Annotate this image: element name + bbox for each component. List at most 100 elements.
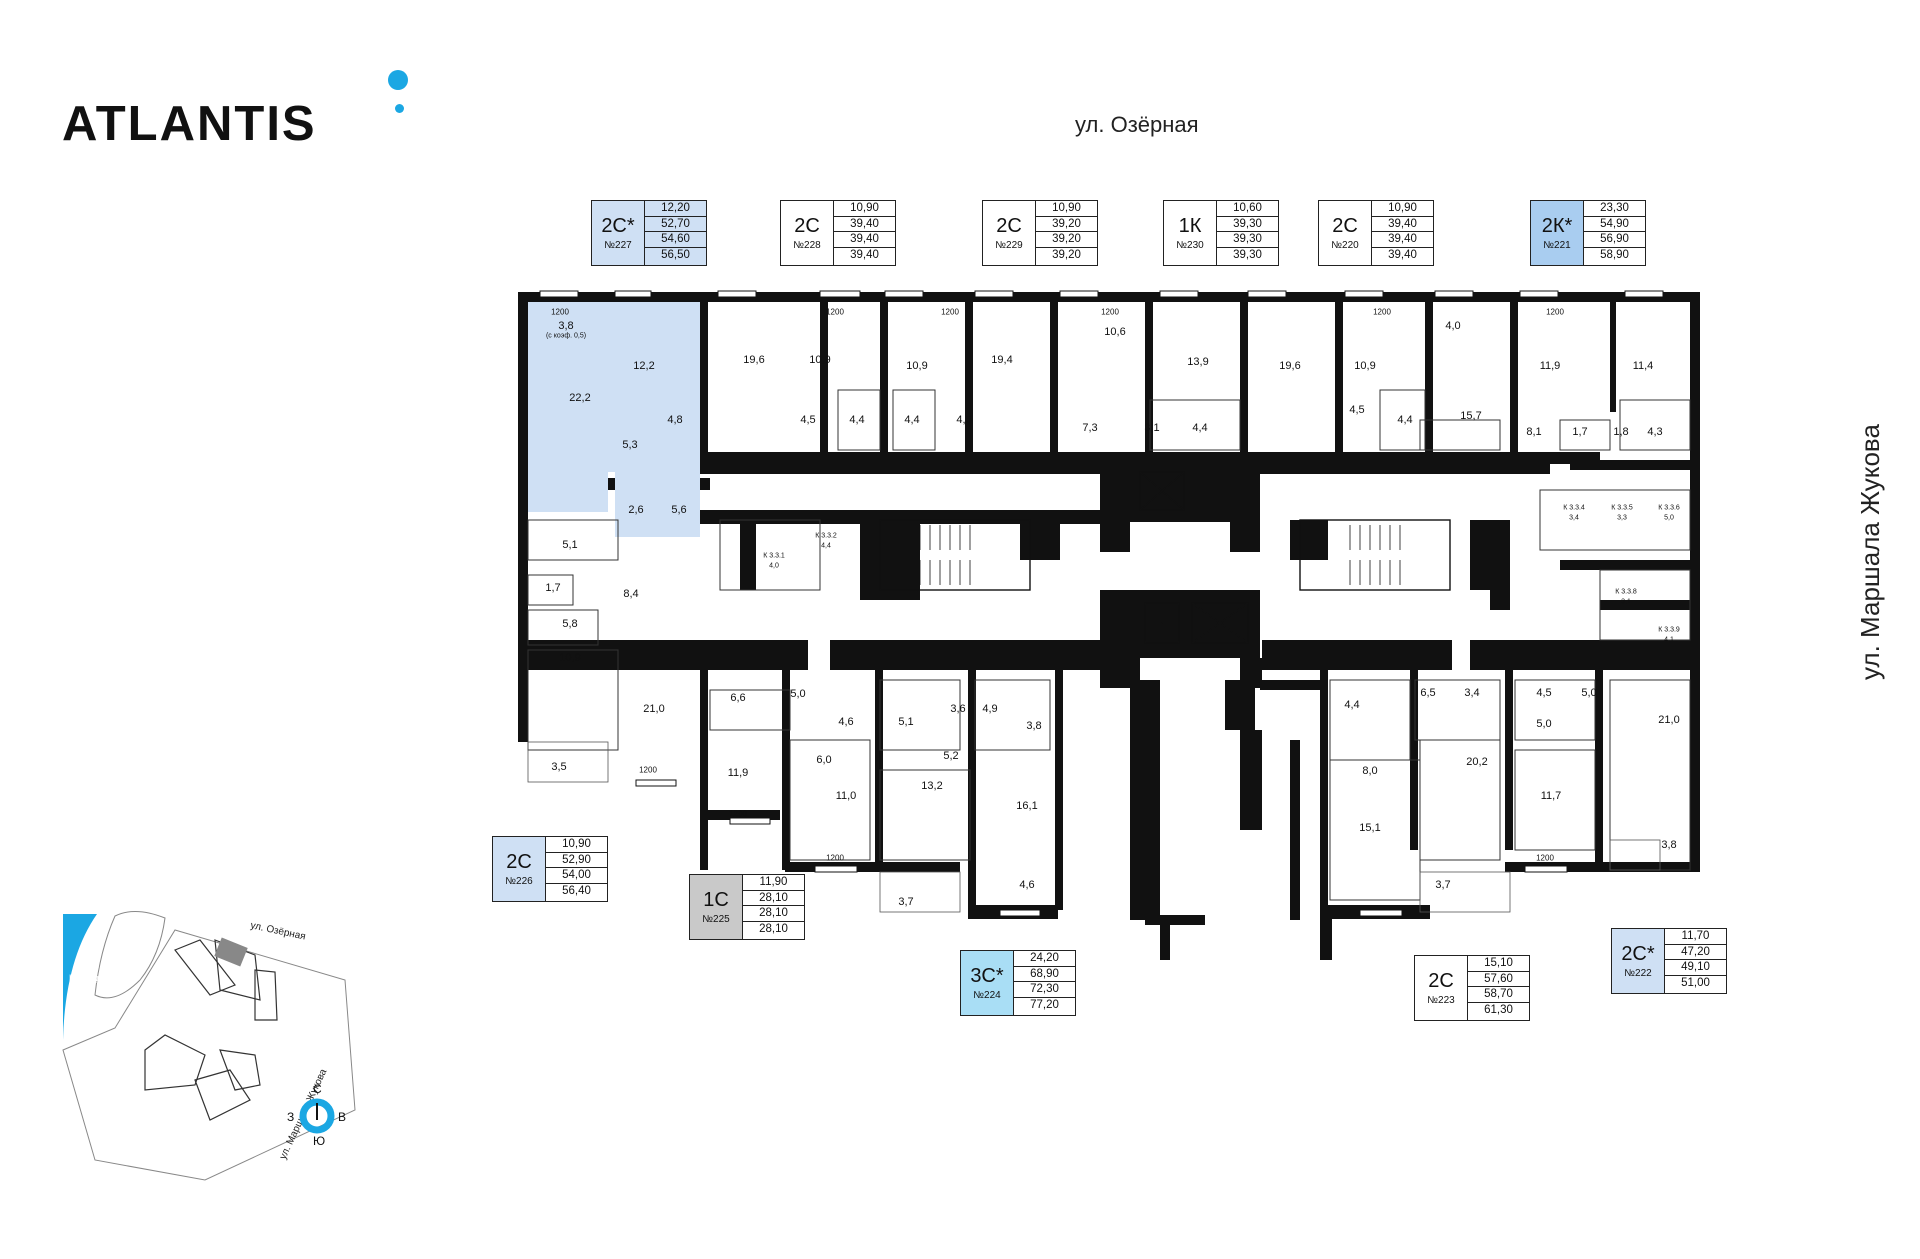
storage-area: 3,3 [1617,514,1627,522]
room-area: 4,0 [1445,320,1461,332]
window-width: 1200 [941,307,959,317]
area-value: 54,60 [645,232,706,248]
compass-west: З [287,1110,294,1124]
area-value: 57,60 [1468,972,1529,987]
room-area: 16,1 [1016,800,1038,812]
room-area: 1,7 [545,582,561,594]
room-area: 4,5 [1349,404,1365,416]
room-area: 13,2 [921,780,943,792]
area-value: 39,40 [834,217,895,232]
room-area: 3,7 [1435,879,1451,891]
highlight-227c [615,472,700,537]
apartment-type: 1К [1178,215,1202,237]
compass-ring [299,1098,335,1134]
room-area: 19,4 [991,354,1013,366]
room-area: 10,9 [906,360,928,372]
storage-area: 3,4 [1569,514,1579,522]
windows [539,290,1664,917]
room-area: 10,9 [559,652,581,664]
area-value: 56,50 [661,248,690,261]
apartment-number: №230 [1176,240,1204,251]
room-area: 5,0 [790,688,806,700]
room-area: 4,4 [904,414,920,426]
area-value: 52,70 [645,217,706,232]
area-value: 23,30 [1584,201,1645,217]
window-width: 1200 [729,809,747,819]
room-area: 4,5 [956,414,972,426]
room-area: 5,6 [671,504,687,516]
storage-code: К 3.3.5 [1611,504,1633,512]
compass-north: С [313,1082,322,1096]
window-width: 1200 [1101,307,1119,317]
area-value: 58,90 [1600,248,1629,261]
current-building-marker [214,937,248,967]
window-width: 1200 [1546,307,1564,317]
stair-steps [919,525,1401,585]
storage-area: 4,1 [1664,636,1674,644]
room-area: 4,8 [667,414,683,426]
room-area: 4,6 [838,716,854,728]
storage-code: К 3.3.8 [1615,588,1637,596]
interior-lines [527,389,1691,901]
apartment-number: №228 [793,240,821,251]
room-area: 3,8 [1026,720,1042,732]
room-area: 4,9 [982,703,998,715]
window-width: 1200 [551,307,569,317]
room-area: 4,4 [1397,414,1413,426]
apartment-number: №224 [973,990,1001,1001]
area-value: 39,40 [1372,217,1433,232]
room-area: 6,0 [816,754,832,766]
apartment-type: 2К* [1541,215,1573,237]
apartment-number: №222 [1624,968,1652,979]
loggias [527,741,1661,913]
room-area: 4,6 [1019,879,1035,891]
apartment-type: 2С [794,215,820,237]
area-value: 49,10 [1665,960,1726,976]
room-area: 3,4 [1464,687,1480,699]
room-area: 4,4 [849,414,865,426]
area-value: 11,90 [743,875,804,891]
area-value: 56,40 [562,884,591,897]
area-value: 24,20 [1014,951,1075,967]
area-value: 10,90 [834,201,895,217]
area-value: 47,20 [1665,945,1726,960]
highlight-227b [608,302,700,472]
room-area: 15,1 [1359,822,1381,834]
apartment-number: №225 [702,914,730,925]
area-value: 10,90 [1372,201,1433,217]
window-width: 1200 [639,765,657,775]
room-area: 8,4 [623,588,639,600]
area-value: 56,90 [1584,232,1645,248]
area-value: 10,90 [1036,201,1097,217]
apartment-type: 2С [506,851,532,873]
room-area: 3,6 [950,703,966,715]
compass-east: В [338,1110,346,1124]
apartment-number: №229 [995,240,1023,251]
room-area: 3,5 [551,761,567,773]
room-area: 3,8 [1661,839,1677,851]
apartment-number: №221 [1543,240,1571,251]
brand-logo: ATLANTIS [62,97,317,151]
room-area: 19,6 [743,354,765,366]
room-area: 4,5 [800,414,816,426]
room-area: 5,0 [1536,718,1552,730]
room-area: 4,4 [1192,422,1208,434]
area-value: 39,30 [1217,217,1278,232]
room-area: 4,5 [1536,687,1552,699]
room-area: 5,2 [943,750,959,762]
apartment-type: 2С [1428,970,1454,992]
storage-area: 4,4 [821,542,831,550]
room-area: 3,8 [558,320,574,332]
